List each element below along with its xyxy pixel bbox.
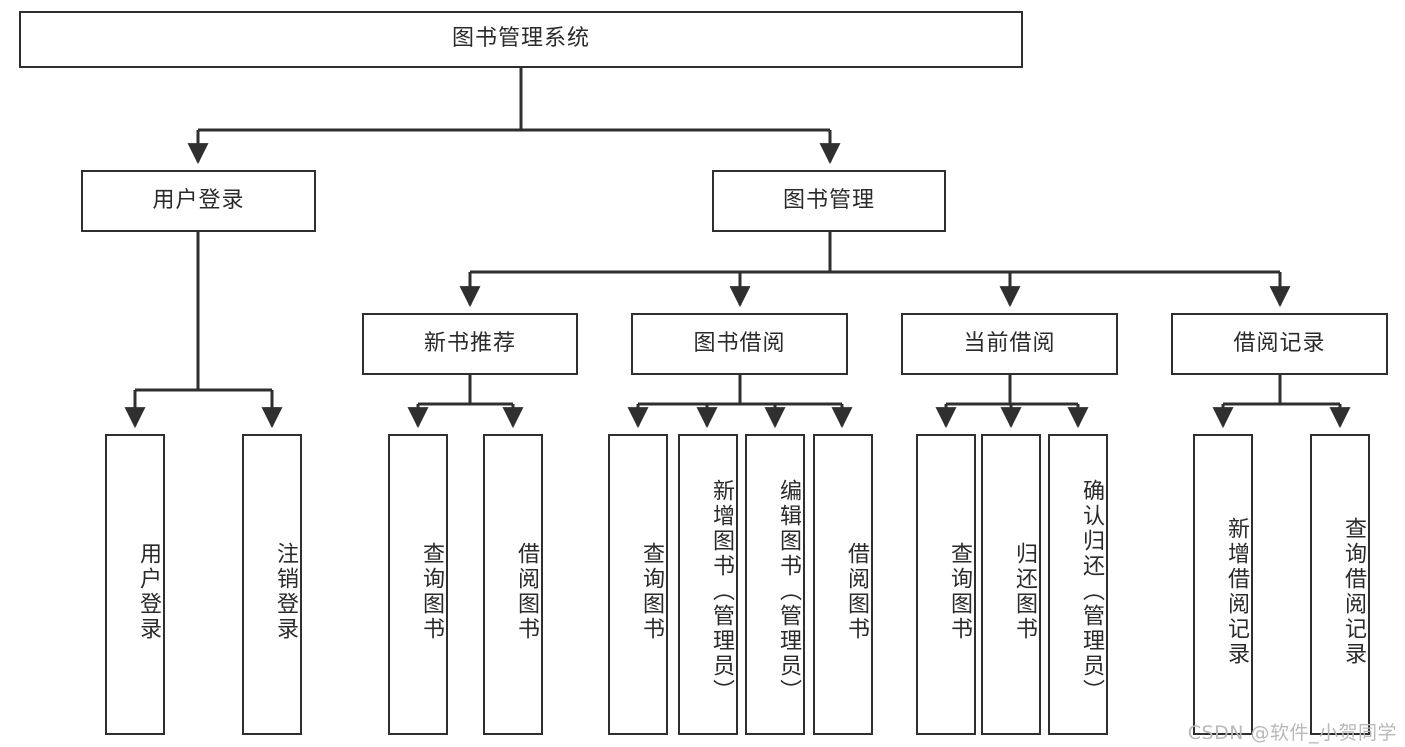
node-user-login[interactable]: 用户登录 [81, 170, 316, 232]
node-label: 新书推荐 [423, 330, 516, 356]
node-label: 查询图书 [947, 541, 972, 642]
node-label: 图书管理系统 [451, 26, 590, 52]
node-label: 归还图书 [1012, 541, 1037, 642]
csdn-watermark: CSDN @软件_小贺同学 [1187, 722, 1397, 744]
node-label: 图书管理 [782, 187, 875, 213]
node-label: 借阅图书 [514, 541, 539, 642]
node-label: 新增借阅记录 [1224, 516, 1249, 667]
leaf-edit-book-admin[interactable]: 编辑图书（管理员） [745, 434, 805, 735]
node-label: 当前借阅 [963, 330, 1056, 356]
leaf-query-book-2[interactable]: 查询图书 [608, 434, 668, 735]
node-label: 确认归还（管理员） [1079, 479, 1104, 704]
leaf-query-borrow-record[interactable]: 查询借阅记录 [1310, 434, 1370, 735]
leaf-confirm-return-admin[interactable]: 确认归还（管理员） [1048, 434, 1108, 735]
node-label: 查询图书 [419, 541, 444, 642]
node-label: 图书借阅 [693, 330, 786, 356]
node-label: 注销登录 [273, 541, 298, 642]
node-book-borrowing[interactable]: 图书借阅 [631, 313, 848, 375]
node-root-book-management-system[interactable]: 图书管理系统 [19, 11, 1023, 68]
node-label: 查询借阅记录 [1341, 516, 1366, 667]
leaf-query-book-3[interactable]: 查询图书 [916, 434, 976, 735]
node-book-management[interactable]: 图书管理 [712, 170, 946, 232]
node-borrowing-records[interactable]: 借阅记录 [1171, 313, 1388, 375]
node-label: 新增图书（管理员） [709, 479, 734, 704]
leaf-logout[interactable]: 注销登录 [242, 434, 302, 735]
leaf-add-borrow-record[interactable]: 新增借阅记录 [1193, 434, 1253, 735]
node-label: 用户登录 [136, 541, 161, 642]
node-label: 查询图书 [639, 541, 664, 642]
node-current-borrowing[interactable]: 当前借阅 [901, 313, 1118, 375]
leaf-add-book-admin[interactable]: 新增图书（管理员） [678, 434, 738, 735]
leaf-query-book-1[interactable]: 查询图书 [388, 434, 448, 735]
leaf-borrow-book-1[interactable]: 借阅图书 [483, 434, 543, 735]
node-label: 借阅记录 [1233, 330, 1326, 356]
leaf-return-book[interactable]: 归还图书 [981, 434, 1041, 735]
node-new-book-recommendation[interactable]: 新书推荐 [362, 313, 578, 375]
leaf-borrow-book-2[interactable]: 借阅图书 [813, 434, 873, 735]
leaf-user-login[interactable]: 用户登录 [105, 434, 165, 735]
node-label: 用户登录 [152, 187, 245, 213]
node-label: 编辑图书（管理员） [776, 479, 801, 704]
node-label: 借阅图书 [844, 541, 869, 642]
